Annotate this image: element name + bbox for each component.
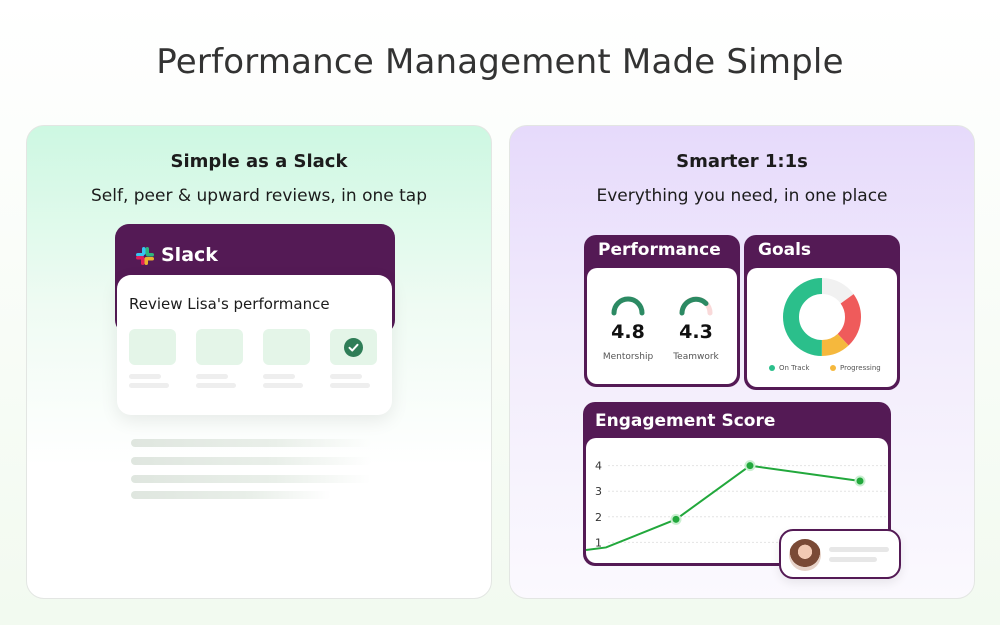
placeholder-text-line	[829, 547, 889, 552]
placeholder-text-line	[131, 457, 371, 465]
donut-slice-at-risk	[783, 278, 861, 356]
donut-slice-on-track	[783, 278, 861, 356]
slack-feature-panel: Simple as a Slack Self, peer & upward re…	[26, 125, 492, 599]
review-option-4-selected[interactable]	[330, 329, 377, 365]
one-on-one-panel: Smarter 1:1s Everything you need, in one…	[509, 125, 975, 599]
legend-on-track: On Track	[769, 364, 810, 372]
review-option-1[interactable]	[129, 329, 176, 365]
manager-profile-pill[interactable]	[779, 529, 901, 579]
page-title: Performance Management Made Simple	[156, 42, 844, 82]
panel-subtitle-slack: Self, peer & upward reviews, in one tap	[91, 186, 427, 206]
option-placeholder-line	[263, 383, 303, 388]
mentorship-gauge-icon	[611, 296, 645, 316]
engagement-line-chart: 1 2 3 4	[586, 460, 886, 551]
review-option-2[interactable]	[196, 329, 243, 365]
data-point	[672, 515, 680, 523]
mentorship-label: Mentorship	[602, 352, 654, 362]
data-point	[746, 462, 754, 470]
option-placeholder-line	[196, 374, 228, 379]
option-placeholder-line	[330, 383, 370, 388]
performance-card-body: 4.8 Mentorship 4.3 Teamwork	[587, 268, 737, 384]
y-tick-label: 3	[595, 485, 602, 498]
legend-dot-icon	[769, 365, 775, 371]
goals-card-body: On Track Progressing	[747, 268, 897, 387]
panel-title-slack: Simple as a Slack	[170, 151, 348, 172]
slack-logo-icon	[136, 247, 154, 265]
teamwork-label: Teamwork	[673, 352, 719, 362]
panel-subtitle-one-on-ones: Everything you need, in one place	[596, 186, 888, 206]
teamwork-score: 4.3	[679, 321, 713, 343]
mentorship-score: 4.8	[611, 321, 645, 343]
option-placeholder-line	[129, 383, 169, 388]
option-placeholder-line	[129, 374, 161, 379]
placeholder-text-line	[131, 439, 371, 447]
engagement-card: Engagement Score 1 2 3 4	[583, 402, 891, 566]
y-tick-label: 2	[595, 511, 602, 524]
teamwork-gauge-icon	[679, 296, 713, 316]
check-icon	[344, 338, 363, 357]
engagement-card-title: Engagement Score	[595, 411, 776, 431]
data-point	[856, 477, 864, 485]
legend-progressing-label: Progressing	[840, 364, 881, 372]
placeholder-text-line	[131, 491, 331, 499]
legend-dot-icon	[830, 365, 836, 371]
review-title: Review Lisa's performance	[129, 295, 330, 313]
option-placeholder-line	[263, 374, 295, 379]
placeholder-text-line	[829, 557, 877, 562]
goals-card: Goals On Track Progressing	[744, 235, 900, 390]
panel-title-one-on-ones: Smarter 1:1s	[676, 151, 808, 172]
goals-card-title: Goals	[758, 240, 812, 260]
option-placeholder-line	[330, 374, 362, 379]
y-tick-label: 1	[595, 536, 602, 549]
review-card: Review Lisa's performance	[117, 275, 392, 415]
legend-on-track-label: On Track	[779, 364, 810, 372]
goals-donut-chart	[783, 278, 861, 356]
placeholder-text-line	[131, 475, 371, 483]
performance-card: Performance 4.8 Mentorship 4.3 Teamwork	[584, 235, 740, 387]
option-placeholder-line	[196, 383, 236, 388]
avatar	[789, 539, 821, 571]
performance-card-title: Performance	[598, 240, 721, 260]
donut-slice-progressing	[783, 278, 861, 356]
y-tick-label: 4	[595, 460, 602, 473]
legend-progressing: Progressing	[830, 364, 881, 372]
slack-brand-name: Slack	[161, 244, 218, 266]
review-option-3[interactable]	[263, 329, 310, 365]
